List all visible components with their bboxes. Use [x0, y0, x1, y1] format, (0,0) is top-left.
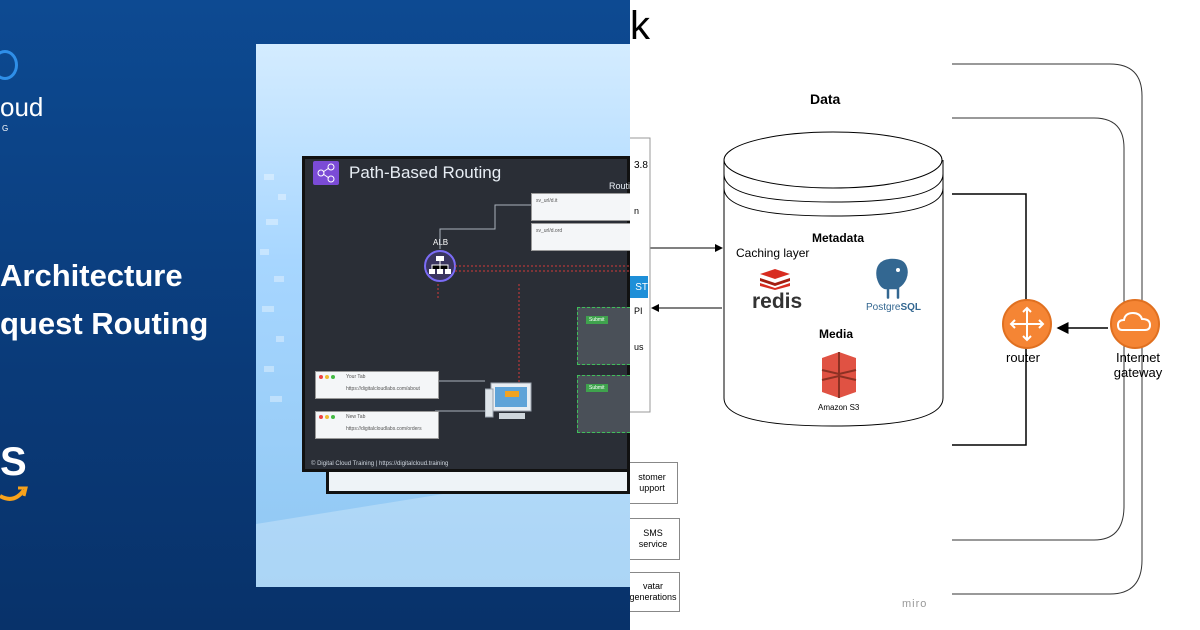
routing-logo-icon: [313, 161, 339, 185]
brand-name: oud: [0, 92, 44, 122]
slide-screen: Path-Based Routing Routi sv_url/d.it sv_…: [302, 156, 630, 472]
brand-sub: G: [2, 124, 11, 133]
title-fragment: k: [630, 4, 650, 48]
media-label: Media: [819, 327, 854, 341]
slide-pattern: [256, 174, 630, 587]
postgresql-elephant-icon: [874, 257, 910, 301]
left-box-item-3: ST: [630, 276, 648, 298]
router-label: router: [1006, 350, 1040, 365]
left-box-item-2: n: [634, 206, 640, 216]
heading-line-1: Architecture: [0, 258, 183, 293]
service-2-line-2: service: [638, 539, 668, 549]
redis-icon: [760, 269, 790, 290]
metadata-label: Metadata: [812, 231, 865, 245]
caching-layer-label: Caching layer: [736, 246, 810, 260]
gateway-label-line-1: Internet: [1115, 350, 1161, 365]
data-label: Data: [810, 91, 841, 107]
browser-window-1: Your Tab https://digitalcloudlabs.com/ab…: [315, 371, 439, 399]
amazon-s3-label: Amazon S3: [818, 403, 860, 412]
slide-screen-base: [326, 472, 630, 494]
service-3-line-1: vatar: [642, 581, 663, 592]
aws-logo-letter: S: [0, 440, 27, 484]
miro-watermark: miro: [902, 598, 928, 610]
slide-title: Path-Based Routing: [349, 163, 502, 182]
service-1-line-2: upport: [639, 483, 665, 493]
diagram-connectors: [630, 63, 1143, 595]
amazon-s3-icon: [821, 352, 857, 398]
browser-tab-2: New Tab: [346, 414, 366, 420]
routing-lines: [435, 204, 630, 412]
service-3-line-2: generations: [630, 592, 677, 602]
internet-gateway-label: Internet gateway: [1108, 350, 1168, 380]
postgresql-label: PostgreSQL: [866, 302, 921, 313]
router-icon: [1002, 299, 1052, 349]
postgresql-label-part1: Postgre: [866, 302, 901, 313]
route-card-2: sv_url/d.ord: [531, 223, 630, 251]
browser-window-2: New Tab https://digitalcloudlabs.com/ord…: [315, 411, 439, 439]
browser-tab-1: Your Tab: [346, 374, 366, 380]
browser-url-1: https://digitalcloudlabs.com/about: [346, 386, 420, 392]
left-box-item-5: us: [634, 342, 644, 352]
left-thumbnail: oud G Architecture quest Routing S Pat: [0, 0, 630, 630]
right-thumbnail: k Data Metadata Caching layer redis: [630, 0, 1200, 630]
browser-url-2: https://digitalcloudlabs.com/orders: [346, 426, 422, 432]
submit-label-1: Submit: [586, 316, 608, 324]
brand-logo-icon: [0, 50, 18, 80]
postgresql-label-part2: SQL: [900, 302, 922, 313]
alb-label: ALB: [433, 238, 449, 247]
submit-label-2: Submit: [586, 384, 608, 392]
slide-footer: © Digital Cloud Training | https://digit…: [311, 461, 449, 467]
computer-icon: [485, 382, 532, 419]
target-group-1: Submit: [577, 307, 630, 365]
route-card-2-text: sv_url/d.ord: [536, 228, 563, 234]
service-2-line-1: SMS: [643, 528, 663, 539]
redis-label: redis: [752, 290, 803, 313]
route-card-1: sv_url/d.it: [531, 193, 630, 221]
heading-line-2: quest Routing: [0, 306, 209, 341]
internet-gateway-icon: [1110, 299, 1160, 349]
gateway-label-line-2: gateway: [1113, 365, 1163, 380]
service-1-line-1: stomer: [638, 472, 666, 483]
routing-label: Routi: [609, 181, 630, 191]
route-card-1-text: sv_url/d.it: [536, 198, 558, 204]
aws-smile-icon: [0, 486, 28, 501]
target-group-2: Submit: [577, 375, 630, 433]
left-box-item-4: PI: [634, 306, 643, 316]
left-box-item-1: 3.8: [634, 160, 648, 171]
